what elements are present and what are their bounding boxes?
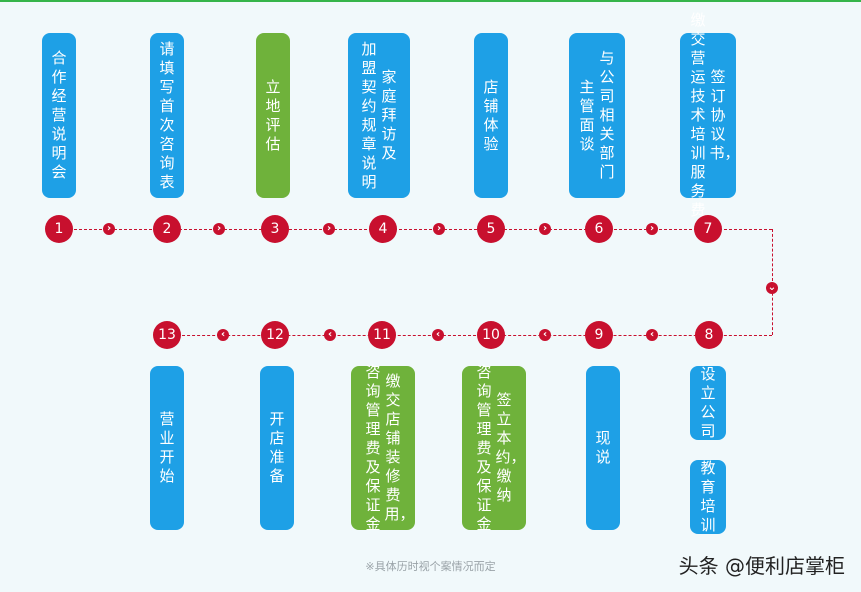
- top-border-line: [0, 0, 861, 2]
- step-8-box-b: 教育培训: [690, 459, 726, 534]
- step-11-text-a: 缴交店铺装修费用，: [384, 372, 415, 523]
- step-8-box-a: 设立公司: [690, 365, 726, 440]
- step-3-box: 立地评估: [256, 33, 290, 198]
- step-3-number: 3: [261, 215, 289, 243]
- step-4-text-a: 家庭拜访及: [381, 68, 397, 162]
- step-6-box: 与公司相关部门 主管面谈: [569, 33, 625, 198]
- step-4-number: 4: [369, 215, 397, 243]
- step-2-text: 请填写首次咨询表: [159, 39, 175, 191]
- left-arrow-icon: ‹: [217, 329, 229, 341]
- step-2-number: 2: [153, 215, 181, 243]
- step-7-box: 签订协议书， 缴交营运技术培训服务费: [680, 11, 740, 219]
- step-7-text-b: 缴交营运技术培训服务费: [690, 11, 706, 219]
- timing-note: ※具体历时视个案情况而定: [365, 560, 496, 573]
- step-8-number: 8: [695, 321, 723, 349]
- step-10-text-a: 签立本约，缴纳: [495, 391, 526, 504]
- step-10-box: 签立本约，缴纳 咨询管理费及保证金: [462, 363, 526, 533]
- right-arrow-icon: ›: [539, 223, 551, 235]
- step-4-text-b: 加盟契约规章说明: [361, 39, 377, 191]
- step-11-text-b: 咨询管理费及保证金: [365, 362, 381, 533]
- step-10-number: 10: [477, 321, 505, 349]
- step-10-text-b: 咨询管理费及保证金: [476, 362, 492, 533]
- step-7-number: 7: [694, 215, 722, 243]
- step-11-number: 11: [368, 321, 396, 349]
- top-connector-line: [59, 229, 772, 230]
- step-5-text: 店铺体验: [483, 77, 499, 153]
- step-4-box: 家庭拜访及 加盟契约规章说明: [348, 33, 410, 198]
- step-9-box: 现说: [586, 366, 620, 530]
- right-arrow-icon: ›: [646, 223, 658, 235]
- step-1-number: 1: [45, 215, 73, 243]
- left-arrow-icon: ‹: [324, 329, 336, 341]
- step-12-text: 开店准备: [269, 410, 285, 485]
- left-arrow-icon: ‹: [432, 329, 444, 341]
- step-5-box: 店铺体验: [474, 33, 508, 198]
- step-6-number: 6: [585, 215, 613, 243]
- step-6-text-b: 主管面谈: [579, 77, 595, 153]
- left-arrow-icon: ‹: [539, 329, 551, 341]
- step-1-box: 合作经营说明会: [42, 33, 76, 198]
- right-arrow-icon: ›: [103, 223, 115, 235]
- step-5-number: 5: [477, 215, 505, 243]
- step-8-text-a: 设立公司: [700, 365, 716, 440]
- right-arrow-icon: ›: [213, 223, 225, 235]
- step-11-box: 缴交店铺装修费用， 咨询管理费及保证金: [351, 363, 415, 533]
- step-13-number: 13: [153, 321, 181, 349]
- step-8-text-b: 教育培训: [700, 459, 716, 534]
- step-12-box: 开店准备: [260, 366, 294, 530]
- step-13-text: 营业开始: [159, 410, 175, 485]
- left-arrow-icon: ‹: [646, 329, 658, 341]
- step-6-text-a: 与公司相关部门: [599, 49, 615, 181]
- step-12-number: 12: [261, 321, 289, 349]
- step-3-text: 立地评估: [265, 77, 281, 153]
- bottom-connector-line: [167, 335, 772, 336]
- right-arrow-icon: ›: [323, 223, 335, 235]
- step-9-text: 现说: [595, 429, 611, 466]
- down-arrow-icon: ⌄: [766, 282, 778, 294]
- right-arrow-icon: ›: [433, 223, 445, 235]
- step-13-box: 营业开始: [150, 366, 184, 530]
- step-7-text-a: 签订协议书，: [709, 68, 740, 162]
- step-9-number: 9: [585, 321, 613, 349]
- watermark: 头条 @便利店掌柜: [678, 554, 845, 578]
- step-2-box: 请填写首次咨询表: [150, 33, 184, 198]
- step-1-text: 合作经营说明会: [51, 49, 67, 181]
